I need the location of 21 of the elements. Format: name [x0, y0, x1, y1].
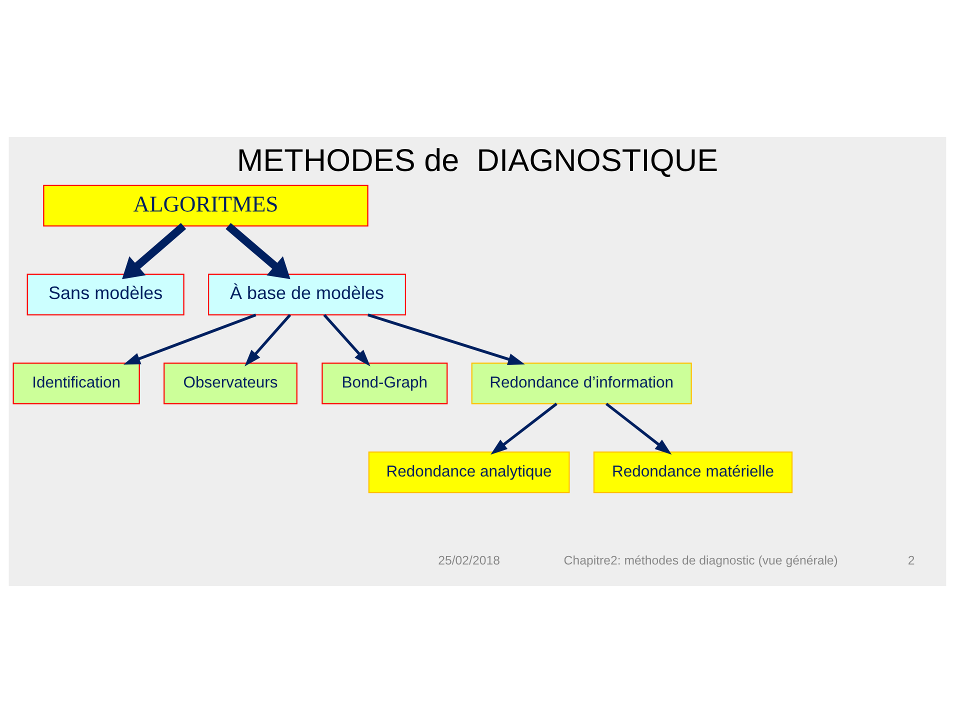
node-box: Sans modèles — [26, 273, 184, 315]
arrow — [605, 402, 672, 454]
node-box: À base de modèles — [208, 273, 406, 315]
arrow — [368, 313, 525, 364]
label: 25/02/2018 — [438, 552, 500, 567]
arrow — [226, 222, 290, 279]
node-box: ALGORITMES — [43, 184, 368, 226]
node-box: Observateurs — [164, 362, 298, 404]
arrow — [122, 222, 186, 279]
label: 2 — [908, 552, 915, 567]
label: Chapitre2: méthodes de diagnostic (vue générale) — [564, 552, 838, 567]
arrow — [490, 402, 558, 454]
arrow — [323, 313, 370, 366]
node-box: Bond-Graph — [322, 362, 448, 404]
diagram-title: METHODES de DIAGNOSTIQUE — [236, 142, 718, 178]
arrow — [244, 313, 292, 366]
arrow — [123, 313, 256, 364]
node-box: Redondance d’information — [471, 362, 692, 404]
node-box: Redondance analytique — [368, 451, 570, 493]
node-box: Redondance matérielle — [593, 451, 793, 493]
node-box: Identification — [12, 362, 140, 404]
